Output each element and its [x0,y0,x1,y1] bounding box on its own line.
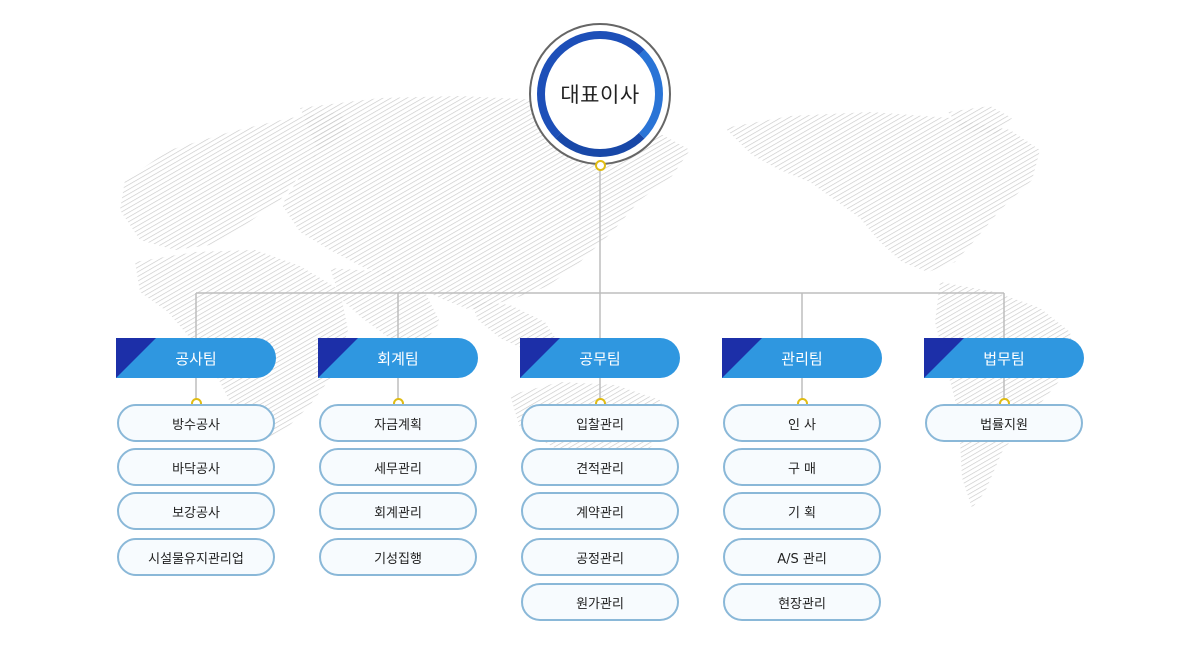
task-item: A/S 관리 [723,538,881,576]
task-item: 기 획 [723,492,881,530]
team-header-management: 관리팀 [722,338,882,378]
task-item: 공정관리 [521,538,679,576]
team-accent-triangle [116,338,156,378]
task-item: 입찰관리 [521,404,679,442]
team-header-engineering: 공무팀 [520,338,680,378]
task-item: 세무관리 [319,448,477,486]
ceo-ring: 대표이사 [537,31,663,157]
ceo-label: 대표이사 [560,83,640,107]
team-header-construction: 공사팀 [116,338,276,378]
ceo-node: 대표이사 [529,23,671,165]
team-label: 관리팀 [781,349,823,368]
task-item: 바닥공사 [117,448,275,486]
task-item: 인 사 [723,404,881,442]
team-header-accounting: 회계팀 [318,338,478,378]
ceo-connector-dot [594,160,606,171]
task-item: 자금계획 [319,404,477,442]
task-item: 구 매 [723,448,881,486]
team-accent-triangle [318,338,358,378]
task-item: 현장관리 [723,583,881,621]
team-label: 공사팀 [175,349,217,368]
task-item: 회계관리 [319,492,477,530]
team-label: 법무팀 [983,349,1025,368]
team-accent-triangle [722,338,762,378]
team-header-legal: 법무팀 [924,338,1084,378]
team-label: 공무팀 [579,349,621,368]
task-item: 견적관리 [521,448,679,486]
team-accent-triangle [520,338,560,378]
task-item: 원가관리 [521,583,679,621]
team-accent-triangle [924,338,964,378]
team-label: 회계팀 [377,349,419,368]
task-item: 법률지원 [925,404,1083,442]
task-item: 시설물유지관리업 [117,538,275,576]
task-item: 보강공사 [117,492,275,530]
task-item: 방수공사 [117,404,275,442]
task-item: 계약관리 [521,492,679,530]
task-item: 기성집행 [319,538,477,576]
